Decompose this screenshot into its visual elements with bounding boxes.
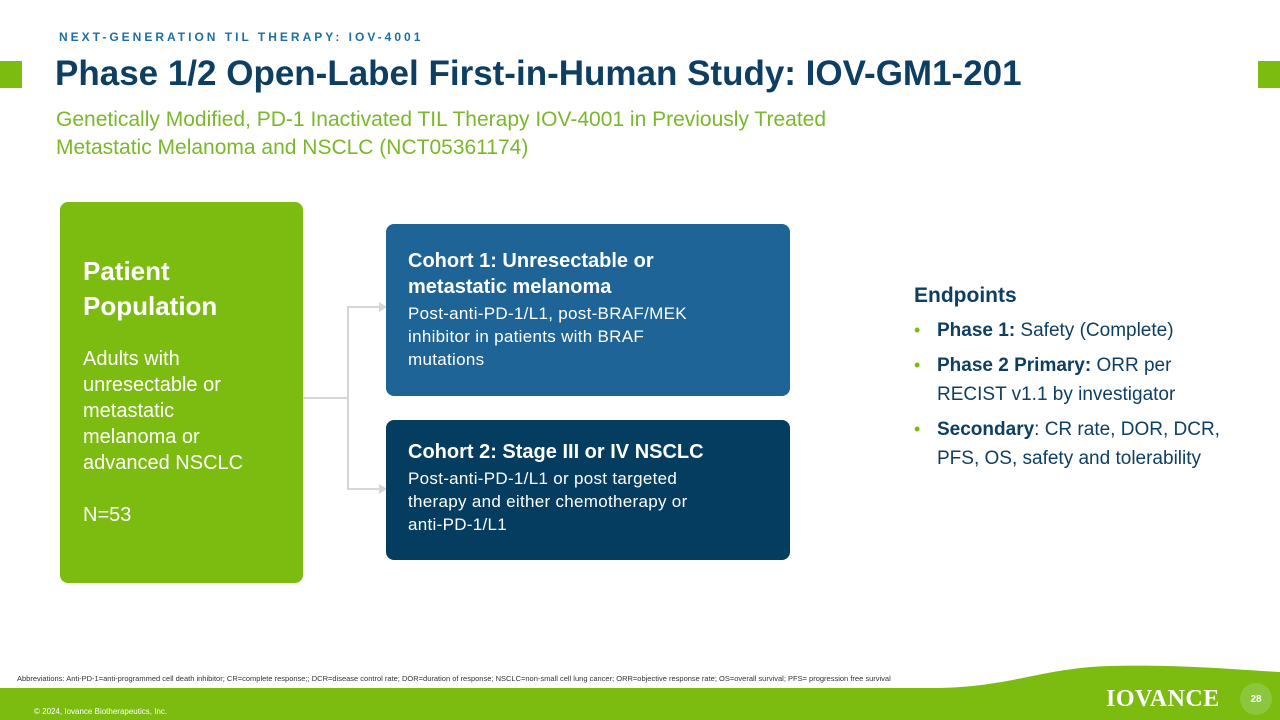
- population-heading-line: Population: [83, 291, 218, 321]
- bullet-icon: •: [914, 355, 921, 375]
- subtitle-line: Genetically Modified, PD-1 Inactivated T…: [56, 108, 827, 131]
- population-heading-line: Patient: [83, 256, 170, 286]
- cohort-1-title-line: metastatic melanoma: [408, 276, 612, 298]
- connector-lines: [303, 306, 379, 490]
- endpoint-text: ORR per RECIST v1.1 by investigator: [937, 355, 1176, 405]
- section-kicker: NEXT-GENERATION TIL THERAPY: IOV-4001: [59, 30, 424, 44]
- cohort-2-title-line: Cohort 2: Stage III or IV NSCLC: [408, 441, 704, 463]
- cohort-2-description-line: Post-anti-PD-1/L1 or post targeted: [408, 469, 678, 488]
- population-description-line: advanced NSCLC: [83, 452, 244, 474]
- cohort-2-box: Cohort 2: Stage III or IV NSCLC Post-ant…: [386, 420, 790, 560]
- right-accent-square: [1258, 61, 1280, 88]
- cohort-2-description-line: anti-PD-1/L1: [408, 515, 508, 534]
- abbreviations-note: Abbreviations: Anti-PD-1=anti-programmed…: [17, 674, 891, 683]
- endpoints-section: Endpoints • Phase 1: Safety (Complete) • P…: [914, 284, 1244, 473]
- page-title: Phase 1/2 Open-Label First-in-Human Stud…: [55, 54, 1022, 93]
- bullet-icon: •: [914, 320, 921, 340]
- endpoints-list: • Phase 1: Safety (Complete) • Phase 2 Pri…: [914, 316, 1244, 473]
- cohort-1-title: Cohort 1: Unresectable or metastatic mel…: [408, 248, 768, 300]
- arrowhead-cohort-1: [379, 302, 387, 312]
- endpoint-item: • Phase 2 Primary: ORR per RECIST v1.1 by…: [914, 351, 1244, 409]
- population-description-line: Adults with: [83, 348, 180, 370]
- population-description-line: unresectable or: [83, 374, 221, 396]
- footer-band: [0, 665, 1280, 720]
- endpoint-label: Secondary: [937, 419, 1035, 440]
- endpoint-text: : CR rate, DOR, DCR, PFS, OS, safety and…: [937, 419, 1220, 469]
- endpoint-item: • Phase 1: Safety (Complete): [914, 316, 1244, 345]
- footer-wave-shape: [0, 665, 1280, 720]
- population-description-line: metastatic: [83, 400, 175, 422]
- cohort-1-description-line: mutations: [408, 350, 485, 369]
- endpoint-text: Safety (Complete): [1015, 320, 1174, 341]
- population-sample-size: N=53: [83, 504, 132, 526]
- population-description-line: melanoma or: [83, 426, 200, 448]
- cohort-1-title-line: Cohort 1: Unresectable or: [408, 250, 654, 272]
- cohort-2-description-line: therapy and either chemotherapy or: [408, 492, 688, 511]
- copyright-text: © 2024, Iovance Biotherapeutics, Inc.: [34, 707, 168, 716]
- endpoint-label: Phase 2 Primary:: [937, 355, 1092, 376]
- page-subtitle: Genetically Modified, PD-1 Inactivated T…: [56, 106, 956, 162]
- branch-connector: [303, 302, 387, 494]
- endpoint-label: Phase 1:: [937, 320, 1016, 341]
- patient-population-box: Patient Population Adults with unresecta…: [60, 202, 303, 583]
- arrowhead-cohort-2: [379, 484, 387, 494]
- cohort-2-title: Cohort 2: Stage III or IV NSCLC: [408, 439, 768, 465]
- endpoint-item: • Secondary: CR rate, DOR, DCR, PFS, OS, …: [914, 415, 1244, 473]
- cohort-1-description: Post-anti-PD-1/L1, post-BRAF/MEK inhibit…: [408, 302, 768, 371]
- cohort-1-description-line: inhibitor in patients with BRAF: [408, 327, 645, 346]
- logo-wordmark: IOVANCE: [1106, 686, 1220, 712]
- bullet-icon: •: [914, 419, 921, 439]
- iovance-logo: IOVANCE: [1106, 686, 1220, 712]
- left-accent-square: [0, 61, 22, 88]
- cohort-2-description: Post-anti-PD-1/L1 or post targeted thera…: [408, 467, 768, 536]
- cohort-1-description-line: Post-anti-PD-1/L1, post-BRAF/MEK: [408, 304, 687, 323]
- population-heading: Patient Population: [83, 254, 283, 324]
- subtitle-line: Metastatic Melanoma and NSCLC (NCT053611…: [56, 136, 529, 159]
- page-number-badge: 28: [1240, 683, 1272, 715]
- population-description: Adults with unresectable or metastatic m…: [83, 346, 283, 476]
- cohort-1-box: Cohort 1: Unresectable or metastatic mel…: [386, 224, 790, 396]
- endpoints-title: Endpoints: [914, 284, 1017, 307]
